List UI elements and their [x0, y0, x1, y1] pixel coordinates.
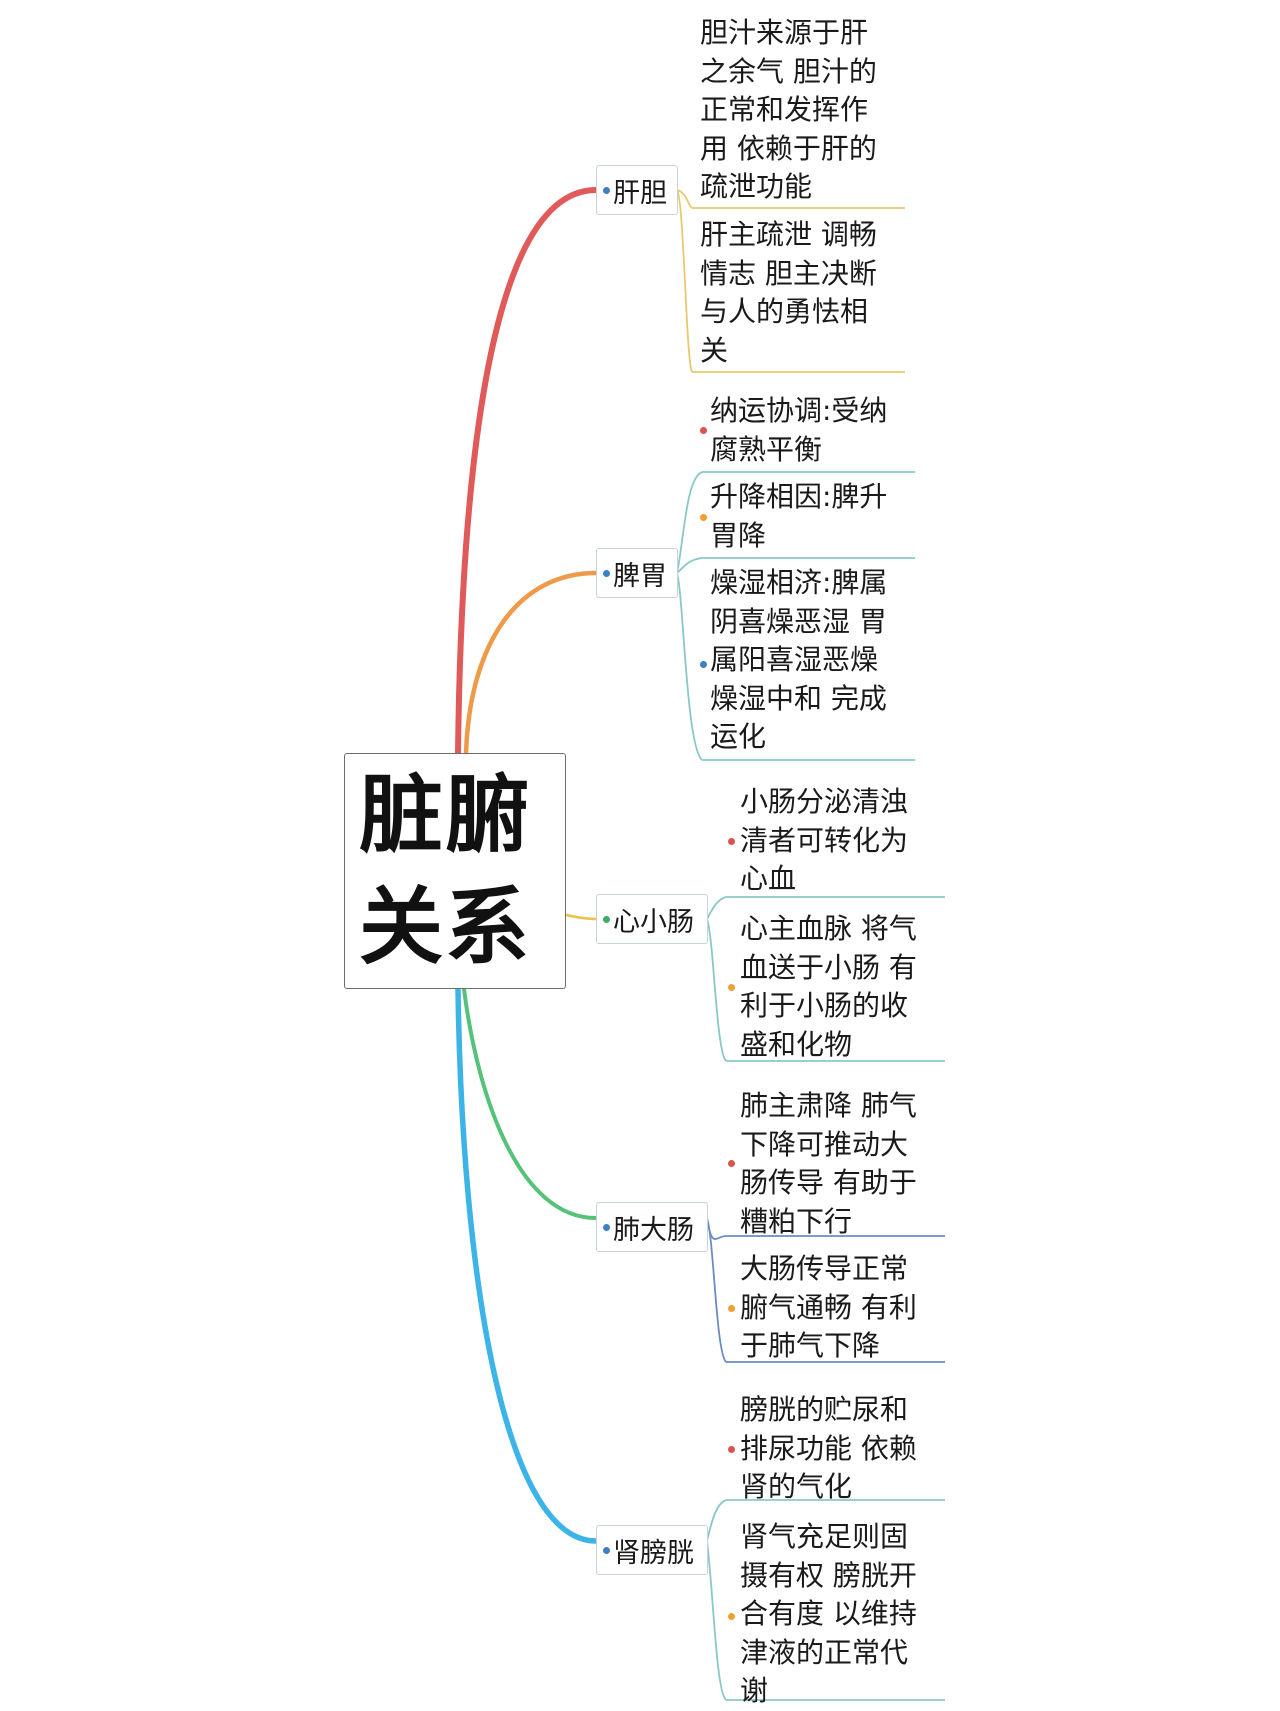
leaf-dot-icon: [728, 1446, 735, 1453]
branch-dot-icon: [603, 915, 610, 923]
leaf-dot-icon: [700, 514, 707, 521]
leaf-dot-icon: [728, 984, 735, 991]
bracket-feidachang-2: [706, 1217, 727, 1363]
branch-label: 肝胆: [613, 177, 667, 209]
leaf-shenpangguang-1[interactable]: 膀胱的贮尿和 排尿功能 依赖 肾的气化: [740, 1393, 917, 1503]
branch-shenpangguang[interactable]: 肾膀胱: [596, 1525, 708, 1575]
bracket-gandan-1: [676, 189, 693, 209]
bracket-shenpangguang-2: [706, 1540, 727, 1701]
leaf-dot-icon: [728, 1613, 735, 1620]
branch-gandan[interactable]: 肝胆: [596, 165, 678, 215]
curve-root-to-piwei: [463, 570, 599, 756]
leaf-gandan-1[interactable]: 胆汁来源于肝 之余气 胆汁的 正常和发挥作 用 依赖于肝的 疏泄功能: [700, 16, 877, 203]
branch-dot-icon: [603, 1223, 610, 1231]
leaf-dot-icon: [700, 427, 707, 434]
bracket-shenpangguang-1: [706, 1499, 727, 1542]
branch-dot-icon: [603, 569, 610, 577]
branch-piwei[interactable]: 脾胃: [596, 548, 678, 598]
branch-label: 肺大肠: [613, 1214, 694, 1246]
leaf-xinxiaochang-2[interactable]: 心主血脉 将气 血送于小肠 有 利于小肠的收 盛和化物: [740, 912, 917, 1061]
leaf-dot-icon: [728, 1160, 735, 1167]
curve-root-to-shenpangguang: [455, 986, 599, 1544]
leaf-dot-icon: [728, 1305, 735, 1312]
branch-dot-icon: [603, 1546, 610, 1554]
branch-label: 肾膀胱: [613, 1537, 694, 1569]
branch-xinxiaochang[interactable]: 心小肠: [596, 894, 708, 944]
leaf-feidachang-2[interactable]: 大肠传导正常 腑气通畅 有利 于肺气下降: [740, 1252, 917, 1362]
leaf-xinxiaochang-1[interactable]: 小肠分泌清浊 清者可转化为 心血: [740, 785, 909, 895]
branch-dot-icon: [603, 186, 610, 194]
root-node[interactable]: 脏腑 关系: [344, 753, 566, 989]
bracket-xinxiaochang-1: [706, 896, 727, 920]
leaf-piwei-2[interactable]: 升降相因:脾升 胃降: [710, 480, 888, 552]
leaf-shenpangguang-2[interactable]: 肾气充足则固 摄有权 膀胱开 合有度 以维持 津液的正常代 谢: [740, 1520, 917, 1707]
bracket-piwei-2: [676, 557, 703, 574]
root-title-line2: 关系: [359, 878, 532, 976]
branch-label: 心小肠: [613, 906, 694, 938]
curve-root-to-gandan: [455, 187, 599, 756]
leaf-gandan-2[interactable]: 肝主疏泄 调畅 情志 胆主决断 与人的勇怯相 关: [700, 218, 877, 367]
leaf-feidachang-1[interactable]: 肺主肃降 肺气 下降可推动大 肠传导 有助于 糟粕下行: [740, 1089, 917, 1238]
branch-label: 脾胃: [613, 560, 667, 592]
bracket-piwei-3: [676, 572, 703, 761]
bracket-gandan-2: [676, 189, 693, 373]
leaf-piwei-1[interactable]: 纳运协调:受纳 腐熟平衡: [710, 394, 888, 466]
leaf-piwei-3[interactable]: 燥湿相济:脾属 阴喜燥恶湿 胃 属阳喜湿恶燥 燥湿中和 完成 运化: [710, 566, 888, 753]
leaf-dot-icon: [728, 838, 735, 845]
bracket-piwei-1: [676, 471, 703, 574]
curve-root-to-feidachang: [462, 987, 598, 1220]
curve-root-to-xinxiaochang: [564, 913, 598, 921]
root-title-line1: 脏腑: [359, 766, 532, 864]
branch-feidachang[interactable]: 肺大肠: [596, 1202, 708, 1252]
bracket-xinxiaochang-2: [706, 918, 727, 1062]
leaf-dot-icon: [700, 661, 707, 668]
